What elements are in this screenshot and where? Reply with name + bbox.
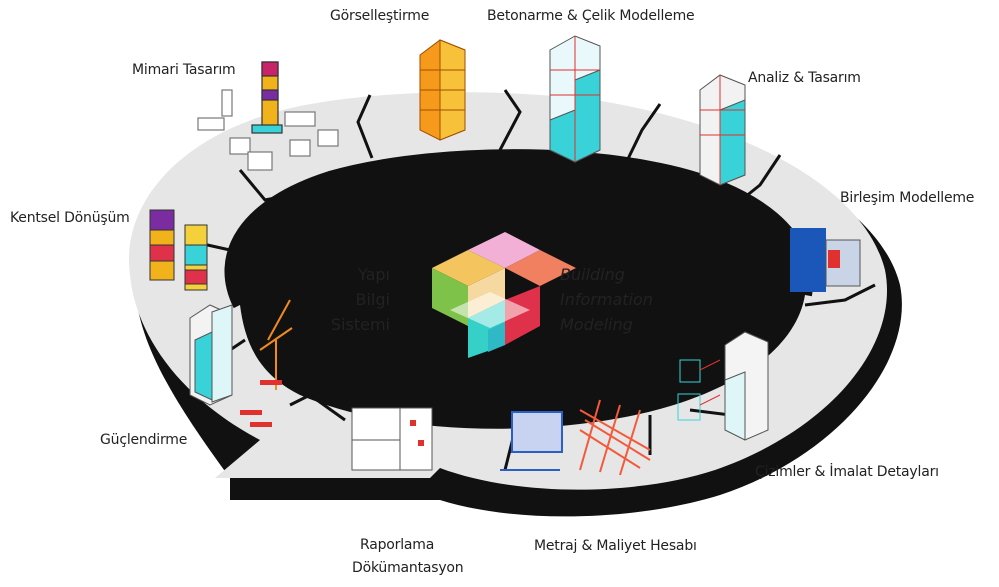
stage-label-documentation: Dökümantasyon (352, 560, 464, 576)
stage-label-reporting: Raporlama (360, 537, 435, 553)
stage-label-visualization: Görselleştirme (330, 8, 430, 24)
report-illustration (351, 407, 433, 471)
drawings-illustration (677, 331, 769, 441)
stage-label-connection-modelling: Birleşim Modelleme (840, 190, 975, 206)
stage-label-retrofit: Güçlendirme (100, 432, 188, 448)
retrofit-illustration (189, 299, 293, 427)
center-en-line: Building (560, 265, 625, 284)
center-tr-line: Bilgi (355, 290, 390, 309)
center-tr-line: Sistemi (330, 315, 390, 334)
stage-label-drawings: Çizimler & İmalat Detayları (755, 464, 939, 480)
urban-renewal-illustration (149, 209, 208, 291)
architecture-illustration (197, 61, 339, 171)
bim-cube-logo (432, 232, 576, 358)
center-tr-line: Yapı (358, 265, 390, 284)
stage-label-quantity-cost: Metraj & Maliyet Hesabı (534, 538, 697, 554)
stage-label-architecture: Mimari Tasarım (132, 62, 236, 78)
analysis-illustration (699, 74, 746, 186)
center-en-line: Information (560, 290, 653, 309)
ring-inner-rim (224, 149, 814, 309)
stage-label-urban-renewal: Kentsel Dönüşüm (10, 210, 130, 226)
center-title-en: Building Information Modeling (560, 262, 680, 337)
structural-illustration (549, 35, 601, 163)
center-title-tr: Yapı Bilgi Sistemi (310, 262, 390, 337)
stage-label-analysis-design: Analiz & Tasarım (748, 70, 861, 86)
center-en-line: Modeling (560, 315, 633, 334)
quantity-illustration (500, 399, 651, 476)
stage-label-structural-modelling: Betonarme & Çelik Modelleme (487, 8, 695, 24)
visualization-illustration (419, 39, 466, 141)
connection-illustration (790, 228, 861, 292)
